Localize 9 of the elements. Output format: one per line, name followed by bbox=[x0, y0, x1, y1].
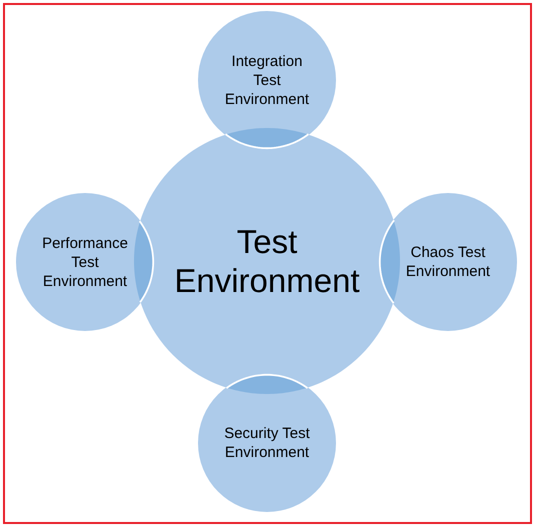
node-label: Chaos Test Environment bbox=[404, 243, 492, 281]
node-label: Security Test Environment bbox=[223, 424, 311, 462]
satellite-circle bbox=[197, 373, 337, 513]
satellite-circle bbox=[197, 10, 337, 150]
satellite-circle bbox=[378, 192, 518, 332]
hub-label: Test Environment bbox=[173, 222, 361, 300]
node-label: Performance Test Environment bbox=[41, 234, 129, 290]
satellite-circle bbox=[15, 192, 155, 332]
node-label: Integration Test Environment bbox=[224, 52, 310, 108]
